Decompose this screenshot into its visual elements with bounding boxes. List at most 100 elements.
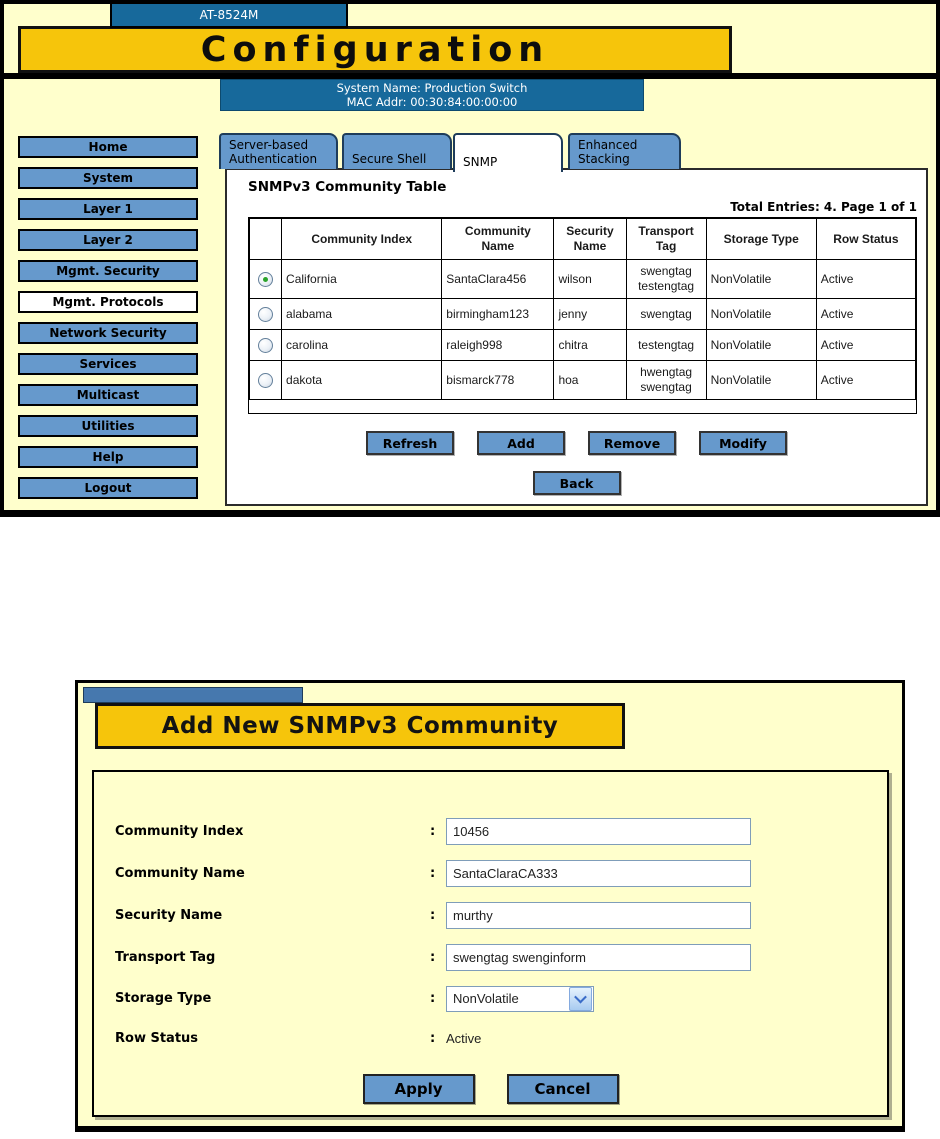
table-heading: SNMPv3 Community Table [248, 179, 447, 195]
row-select-radio[interactable] [258, 337, 274, 353]
cell-storage-type: NonVolatile [705, 298, 817, 330]
cell-community-index: California [281, 259, 443, 299]
page-title: Configuration [200, 29, 550, 70]
cell-row-status: Active [815, 329, 917, 361]
dialog-title: Add New SNMPv3 Community [161, 713, 559, 739]
add-button[interactable]: Add [477, 431, 565, 455]
sidebar-item-home[interactable]: Home [18, 136, 198, 158]
tab-secure-shell[interactable]: Secure Shell [342, 133, 452, 169]
cell-community-index: carolina [281, 329, 443, 361]
table-row: California SantaClara456 wilson swengtag… [248, 259, 917, 299]
sidebar-item-mgmt-protocols[interactable]: Mgmt. Protocols [18, 291, 198, 313]
cell-community-index: alabama [281, 298, 443, 330]
form-row-community-name: Community Name : [115, 860, 751, 887]
tab-enhanced-stacking[interactable]: Enhanced Stacking [568, 133, 681, 169]
tab-label: Secure Shell [352, 152, 427, 166]
dialog-form-box [92, 770, 889, 1117]
cell-security-name: jenny [553, 298, 627, 330]
field-separator: : [430, 950, 436, 965]
sidebar-item-help[interactable]: Help [18, 446, 198, 468]
sidebar-item-logout[interactable]: Logout [18, 477, 198, 499]
sidebar-item-layer2[interactable]: Layer 2 [18, 229, 198, 251]
transport-tag-field[interactable] [446, 944, 751, 971]
row-status-value: Active [446, 1031, 482, 1046]
community-name-field[interactable] [446, 860, 751, 887]
cell-storage-type: NonVolatile [705, 360, 817, 400]
dropdown-arrow-button[interactable] [569, 986, 592, 1011]
sidebar-item-mgmt-security[interactable]: Mgmt. Security [18, 260, 198, 282]
tab-label: Authentication [229, 152, 318, 166]
sidebar-item-network-security[interactable]: Network Security [18, 322, 198, 344]
column-header-radio [248, 218, 283, 260]
sidebar-item-label: Mgmt. Protocols [52, 295, 164, 309]
remove-button[interactable]: Remove [588, 431, 676, 455]
column-header-community-name: Community Name [441, 218, 555, 260]
device-model-tab: AT-8524M [110, 2, 348, 28]
field-separator: : [430, 908, 436, 923]
column-header-storage-type: Storage Type [705, 218, 817, 260]
row-select-radio[interactable] [258, 372, 274, 388]
field-separator: : [430, 991, 436, 1006]
field-label: Community Name [115, 866, 245, 881]
row-select-radio[interactable] [258, 306, 274, 322]
cell-transport-tag: swengtag testengtag [625, 259, 707, 299]
field-label: Security Name [115, 908, 223, 923]
cell-community-index: dakota [281, 360, 443, 400]
dialog-header-bar [83, 687, 303, 703]
device-model-label: AT-8524M [199, 8, 259, 22]
refresh-button[interactable]: Refresh [366, 431, 454, 455]
sidebar-item-layer1[interactable]: Layer 1 [18, 198, 198, 220]
cell-storage-type: NonVolatile [705, 329, 817, 361]
button-label: Cancel [534, 1080, 591, 1098]
header-divider [0, 73, 940, 79]
form-row-transport-tag: Transport Tag : [115, 944, 751, 971]
button-label: Modify [719, 435, 767, 451]
sidebar-item-label: Logout [84, 481, 132, 495]
cell-security-name: chitra [553, 329, 627, 361]
page-title-band: Configuration [18, 26, 732, 73]
column-header-transport-tag: Transport Tag [625, 218, 707, 260]
system-name: System Name: Production Switch [336, 81, 528, 95]
form-row-community-index: Community Index : [115, 818, 751, 845]
tab-label: SNMP [463, 155, 498, 169]
tab-label: Stacking [578, 152, 630, 166]
chevron-down-icon [574, 990, 587, 1004]
dialog-buttons: Apply Cancel [92, 1074, 889, 1104]
storage-type-selected-value: NonVolatile [453, 991, 519, 1006]
tab-server-based-authentication[interactable]: Server-based Authentication [219, 133, 338, 169]
cancel-button[interactable]: Cancel [506, 1074, 619, 1104]
cell-transport-tag: testengtag [625, 329, 707, 361]
sidebar-item-system[interactable]: System [18, 167, 198, 189]
modify-button[interactable]: Modify [699, 431, 787, 455]
button-label: Remove [603, 435, 661, 451]
sidebar-item-utilities[interactable]: Utilities [18, 415, 198, 437]
field-separator: : [430, 866, 436, 881]
cell-security-name: hoa [553, 360, 627, 400]
snmpv3-community-table: Community Index Community Name Security … [248, 217, 917, 414]
button-label: Apply [394, 1080, 443, 1098]
community-index-field[interactable] [446, 818, 751, 845]
add-community-dialog-panel [75, 680, 905, 1132]
storage-type-dropdown[interactable]: NonVolatile [446, 985, 594, 1012]
security-name-field[interactable] [446, 902, 751, 929]
back-button-row: Back [225, 471, 928, 495]
field-separator: : [430, 824, 436, 839]
field-label: Storage Type [115, 991, 212, 1006]
back-button[interactable]: Back [532, 471, 621, 495]
apply-button[interactable]: Apply [362, 1074, 475, 1104]
column-header-row-status: Row Status [815, 218, 917, 260]
sidebar-item-multicast[interactable]: Multicast [18, 384, 198, 406]
column-header-community-index: Community Index [281, 218, 443, 260]
field-separator: : [430, 1031, 436, 1046]
sidebar-item-services[interactable]: Services [18, 353, 198, 375]
table-row: alabama birmingham123 jenny swengtag Non… [248, 298, 917, 330]
cell-row-status: Active [815, 360, 917, 400]
row-select-radio[interactable] [258, 271, 274, 287]
sidebar-item-label: Network Security [49, 326, 167, 340]
sidebar-item-label: Multicast [76, 388, 140, 402]
form-row-row-status: Row Status : Active [115, 1025, 481, 1052]
form-row-storage-type: Storage Type : NonVolatile [115, 985, 594, 1012]
sidebar-item-label: Layer 1 [83, 202, 133, 216]
tab-snmp[interactable]: SNMP [453, 133, 563, 172]
